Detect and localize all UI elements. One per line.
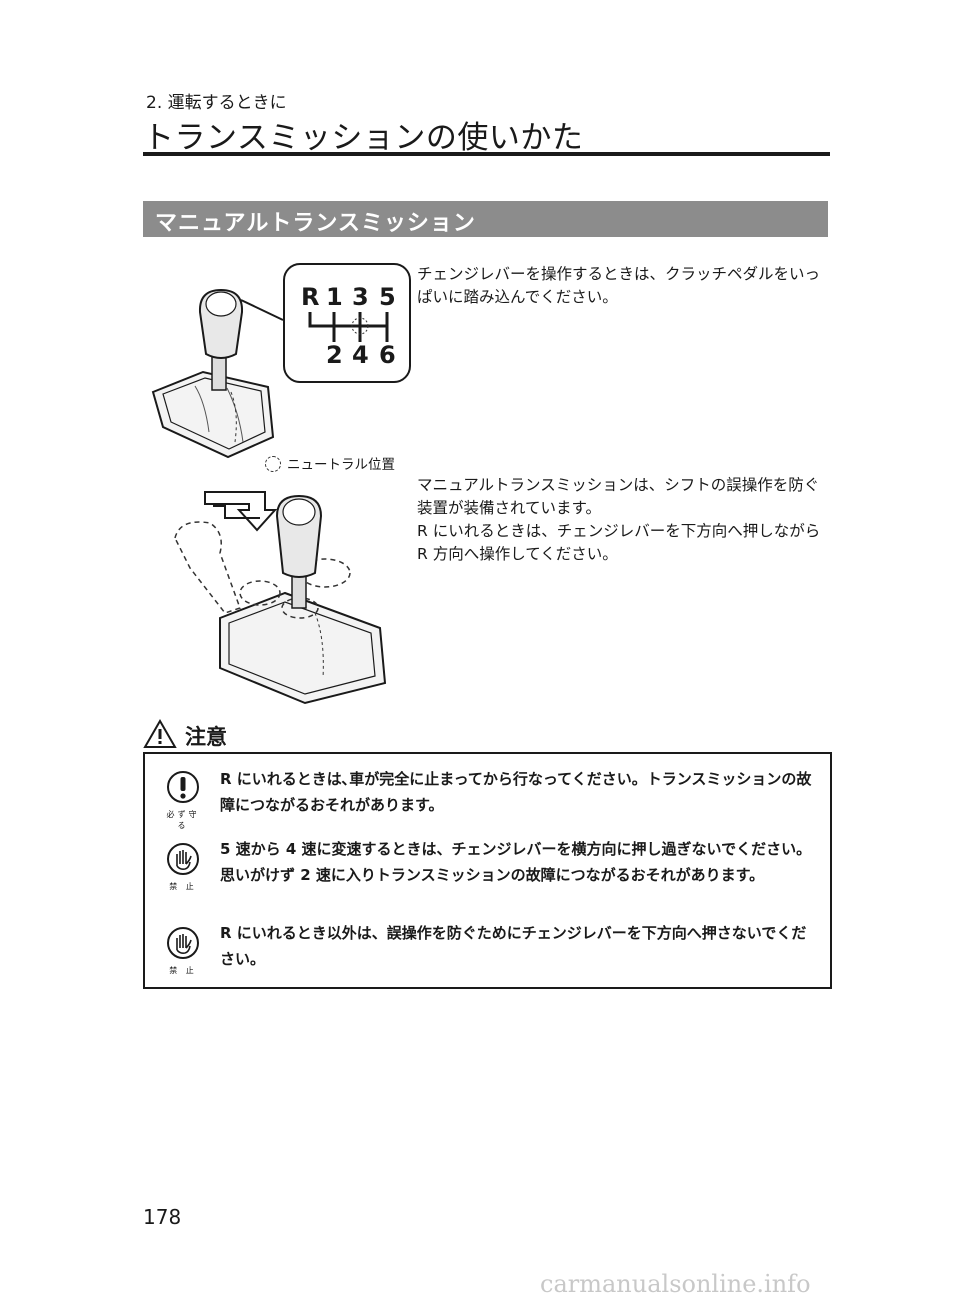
gear-1-label: 1 (326, 283, 343, 311)
caution-box: 必ず守る R にいれるときは､車が完全に止まってから行なってください。トランスミ… (143, 752, 832, 989)
caution-item-2-icon-wrap: 禁 止 (163, 842, 203, 892)
section-heading-bar: マニュアルトランスミッション (143, 201, 828, 237)
warning-triangle-icon (143, 718, 177, 748)
title-rule (143, 152, 830, 156)
watermark: carmanualsonline.info (540, 1270, 811, 1298)
caution-item-1-icon-wrap: 必ず守る (163, 770, 203, 831)
neutral-dashed-circle-icon (265, 456, 281, 472)
push-down-arrow-icon (204, 491, 278, 532)
reverse-shift-illustration (174, 491, 387, 705)
caution-item-2: 5 速から 4 速に変速するときは、チェンジレバーを横方向に押し過ぎないでくださ… (220, 840, 812, 884)
gear-3-label: 3 (352, 283, 369, 311)
neutral-legend-label: ニュートラル位置 (287, 457, 395, 473)
paragraph-protection-1: マニュアルトランスミッションは、シフトの誤操作を防ぐ装置が装備されています。 (417, 476, 820, 517)
gear-r-label: R (301, 283, 319, 311)
neutral-legend: ニュートラル位置 (265, 453, 395, 473)
paragraph-protection: マニュアルトランスミッションは、シフトの誤操作を防ぐ装置が装備されています。 R… (417, 474, 832, 566)
caution-item-2-caption: 禁 止 (169, 882, 197, 891)
caution-item-3-icon-wrap: 禁 止 (163, 926, 203, 976)
gear-5-label: 5 (379, 283, 396, 311)
caution-item-3: R にいれるとき以外は、誤操作を防ぐためにチェンジレバーを下方向へ押さないでくだ… (220, 924, 807, 968)
caution-item-3-caption: 禁 止 (169, 966, 197, 975)
shift-lever-illustration: R 1 3 5 2 4 6 (151, 263, 411, 459)
exclamation-icon (167, 771, 199, 803)
page-number: 178 (143, 1205, 182, 1229)
caution-header: 注意 (143, 718, 227, 753)
gear-4-label: 4 (352, 341, 369, 369)
prohibit-hand-icon (167, 843, 199, 875)
paragraph-clutch: チェンジレバーを操作するときは、クラッチペダルをいっぱいに踏み込んでください。 (417, 265, 821, 306)
paragraph-protection-2: R にいれるときは、チェンジレバーを下方向へ押しながら R 方向へ操作してくださ… (417, 522, 821, 563)
page-title: トランスミッションの使いかた (143, 120, 584, 156)
caution-label: 注意 (185, 725, 227, 749)
caution-item-1: R にいれるときは､車が完全に止まってから行なってください。トランスミッションの… (220, 770, 812, 814)
prohibit-hand-icon (167, 927, 199, 959)
gear-6-label: 6 (379, 341, 396, 369)
section-heading: マニュアルトランスミッション (155, 211, 476, 236)
caution-item-1-caption: 必ず守る (166, 810, 200, 830)
gear-2-label: 2 (326, 341, 343, 369)
shift-pattern (308, 312, 389, 342)
chapter-label: 2. 運転するときに (146, 93, 287, 113)
